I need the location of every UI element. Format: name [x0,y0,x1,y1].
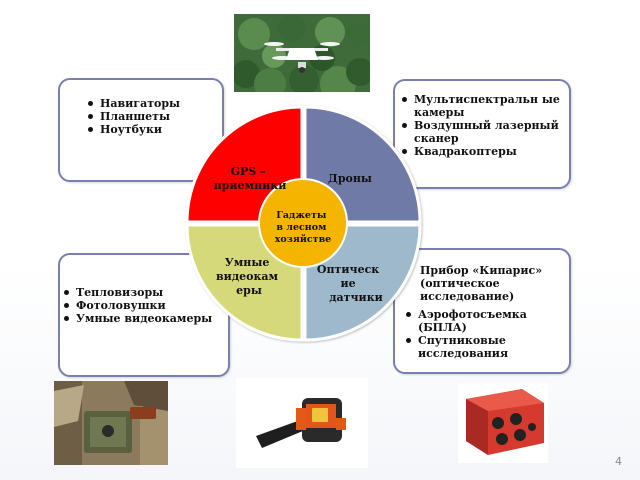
multispectral-sensor-photo [458,383,548,463]
kiparis-intro: Прибор «Кипарис» (оптическое исследовани… [420,264,543,303]
list-item: Планшеты [86,110,216,123]
quadrant-label-line: еры [236,284,262,297]
center-label-line: хозяйстве [275,234,331,245]
smart-cameras-list: Тепловизоры Фотоловушки Умные видеокамер… [62,286,222,325]
optical-sensors-quadrant-label: Оптическ ие датчики [317,263,383,304]
smart-cameras-quadrant-label: Умные видеокам еры [216,256,282,297]
drone-photo [234,14,370,92]
optical-sensors-box [393,248,571,374]
center-label-line: в лесном [276,222,326,233]
list-item: Ноутбуки [86,123,216,136]
quadrant-label-line: Умные [225,256,270,269]
list-item: Спутниковые исследования [404,334,562,360]
list-item: Воздушный лазерный сканер [400,119,562,145]
list-item: Аэрофотосъемка (БПЛА) [404,308,562,334]
gps-devices-list: Навигаторы Планшеты Ноутбуки [86,97,216,136]
drones-list: Мультиспектральн ые камеры Воздушный лаз… [400,93,562,158]
camera-trap-photo [54,381,168,465]
quadrant-label-line: GPS – [231,165,266,178]
list-item: Умные видеокамеры [62,312,222,325]
list-item: Квадракоптеры [400,145,562,158]
center-circle [258,178,348,268]
thermal-camera-photo [236,378,368,468]
gps-quadrant-label: GPS – приемники [214,165,287,192]
page-number: 4 [615,455,622,468]
center-label-line: Гаджеты [276,210,327,221]
list-item: Навигаторы [86,97,216,110]
optical-sensors-list: Аэрофотосъемка (БПЛА) Спутниковые исслед… [404,308,562,360]
quadrant-label-line: ие [340,277,355,290]
quadrant-label-line: Дроны [328,172,372,185]
drones-box [393,79,571,189]
gps-devices-box [58,78,224,182]
quadrant-label-line: видеокам [216,270,279,283]
list-item: Тепловизоры [62,286,222,299]
list-item: Фотоловушки [62,299,222,312]
list-item: Мультиспектральн ые камеры [400,93,562,119]
quadrant-label-line: Оптическ [317,263,379,276]
quadrant-label-line: приемники [214,179,287,192]
center-label: Гаджеты в лесном хозяйстве [275,210,331,245]
quadrant-label-line: датчики [329,291,383,304]
drones-quadrant-label: Дроны [328,172,372,185]
